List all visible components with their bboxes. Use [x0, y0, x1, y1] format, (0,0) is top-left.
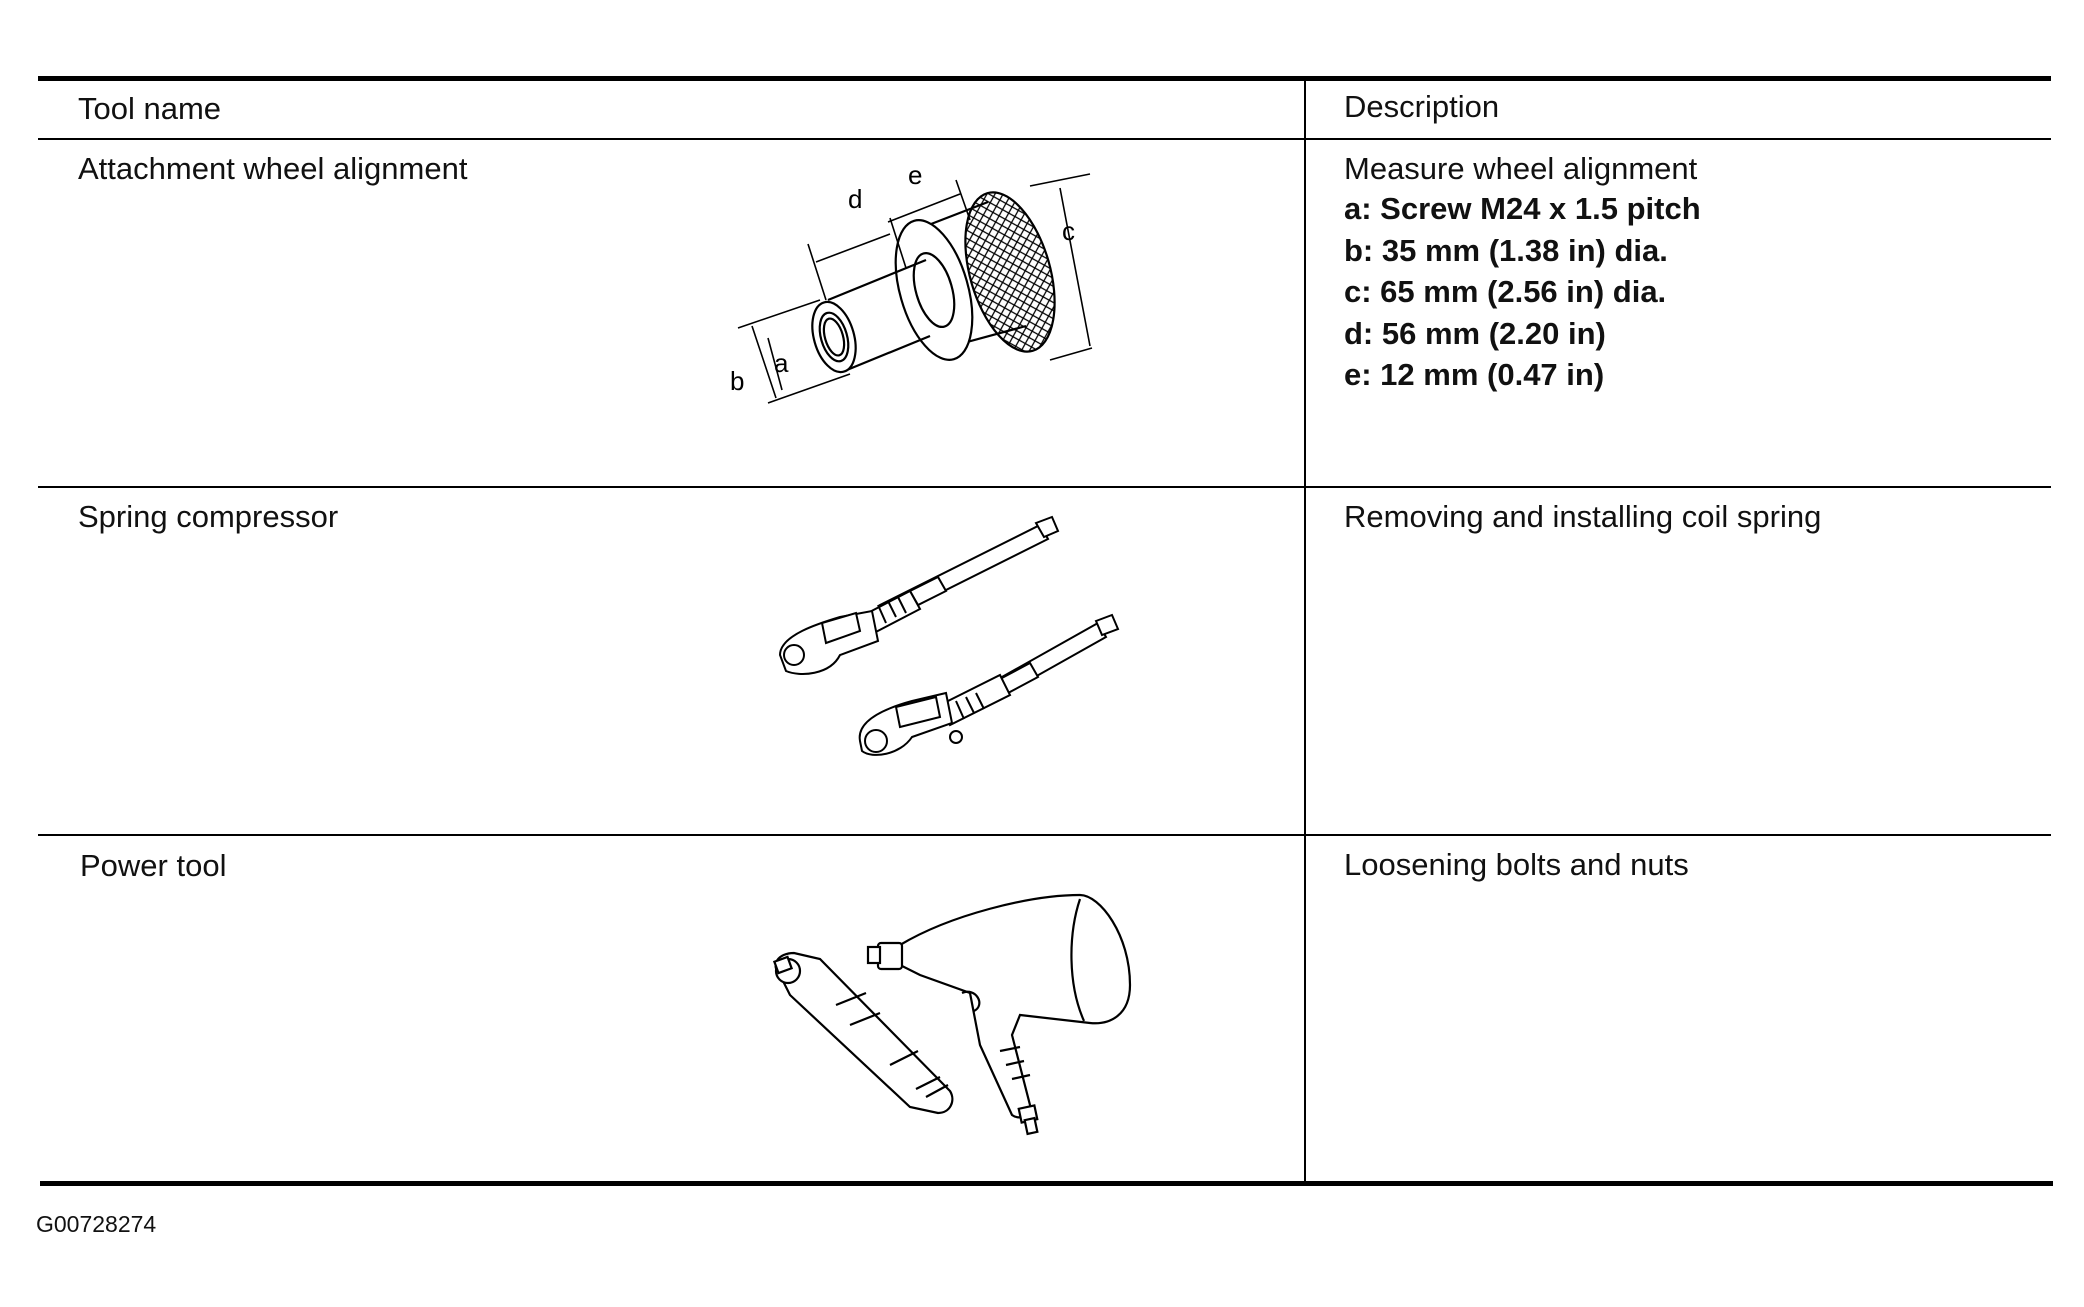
dimension-label-c: c — [1062, 216, 1075, 246]
table-header-rule — [38, 138, 2051, 140]
figure-id: G00728274 — [36, 1211, 157, 1237]
spec-item-a: a: Screw M24 x 1.5 pitch — [1344, 191, 1701, 226]
row-3-description: Loosening bolts and nuts — [1344, 847, 1689, 882]
row-1-spec-list: a: Screw M24 x 1.5 pitch b: 35 mm (1.38 … — [1344, 188, 1701, 396]
spec-item-c: c: 65 mm (2.56 in) dia. — [1344, 274, 1667, 309]
power-tool-illustration — [772, 893, 1132, 1136]
dimension-label-a: a — [774, 348, 789, 378]
row-1-description: Measure wheel alignment — [1344, 151, 1698, 186]
table-column-divider — [1304, 80, 1306, 1183]
spec-item-d: d: 56 mm (2.20 in) — [1344, 315, 1606, 351]
header-tool-name: Tool name — [78, 91, 222, 126]
spec-item-b: b: 35 mm (1.38 in) dia. — [1344, 232, 1668, 268]
row-1-tool-name: Attachment wheel alignment — [78, 151, 468, 186]
spec-item-e: e: 12 mm (0.47 in) — [1344, 357, 1605, 392]
dimension-label-d: d — [848, 184, 862, 214]
dimension-label-b: b — [730, 366, 744, 396]
wheel-alignment-attachment-illustration: b a d e c — [730, 160, 1093, 404]
table-row-divider — [38, 486, 2051, 488]
table-row-divider — [38, 834, 2051, 836]
row-2-description: Removing and installing coil spring — [1344, 499, 1822, 534]
dimension-label-e: e — [908, 160, 922, 190]
table-bottom-rule — [40, 1181, 2053, 1186]
table-top-rule — [38, 76, 2051, 81]
row-3-tool-name: Power tool — [80, 848, 227, 883]
row-2-tool-name: Spring compressor — [78, 499, 339, 534]
spring-compressor-illustration — [778, 515, 1120, 756]
header-description: Description — [1344, 89, 1500, 124]
